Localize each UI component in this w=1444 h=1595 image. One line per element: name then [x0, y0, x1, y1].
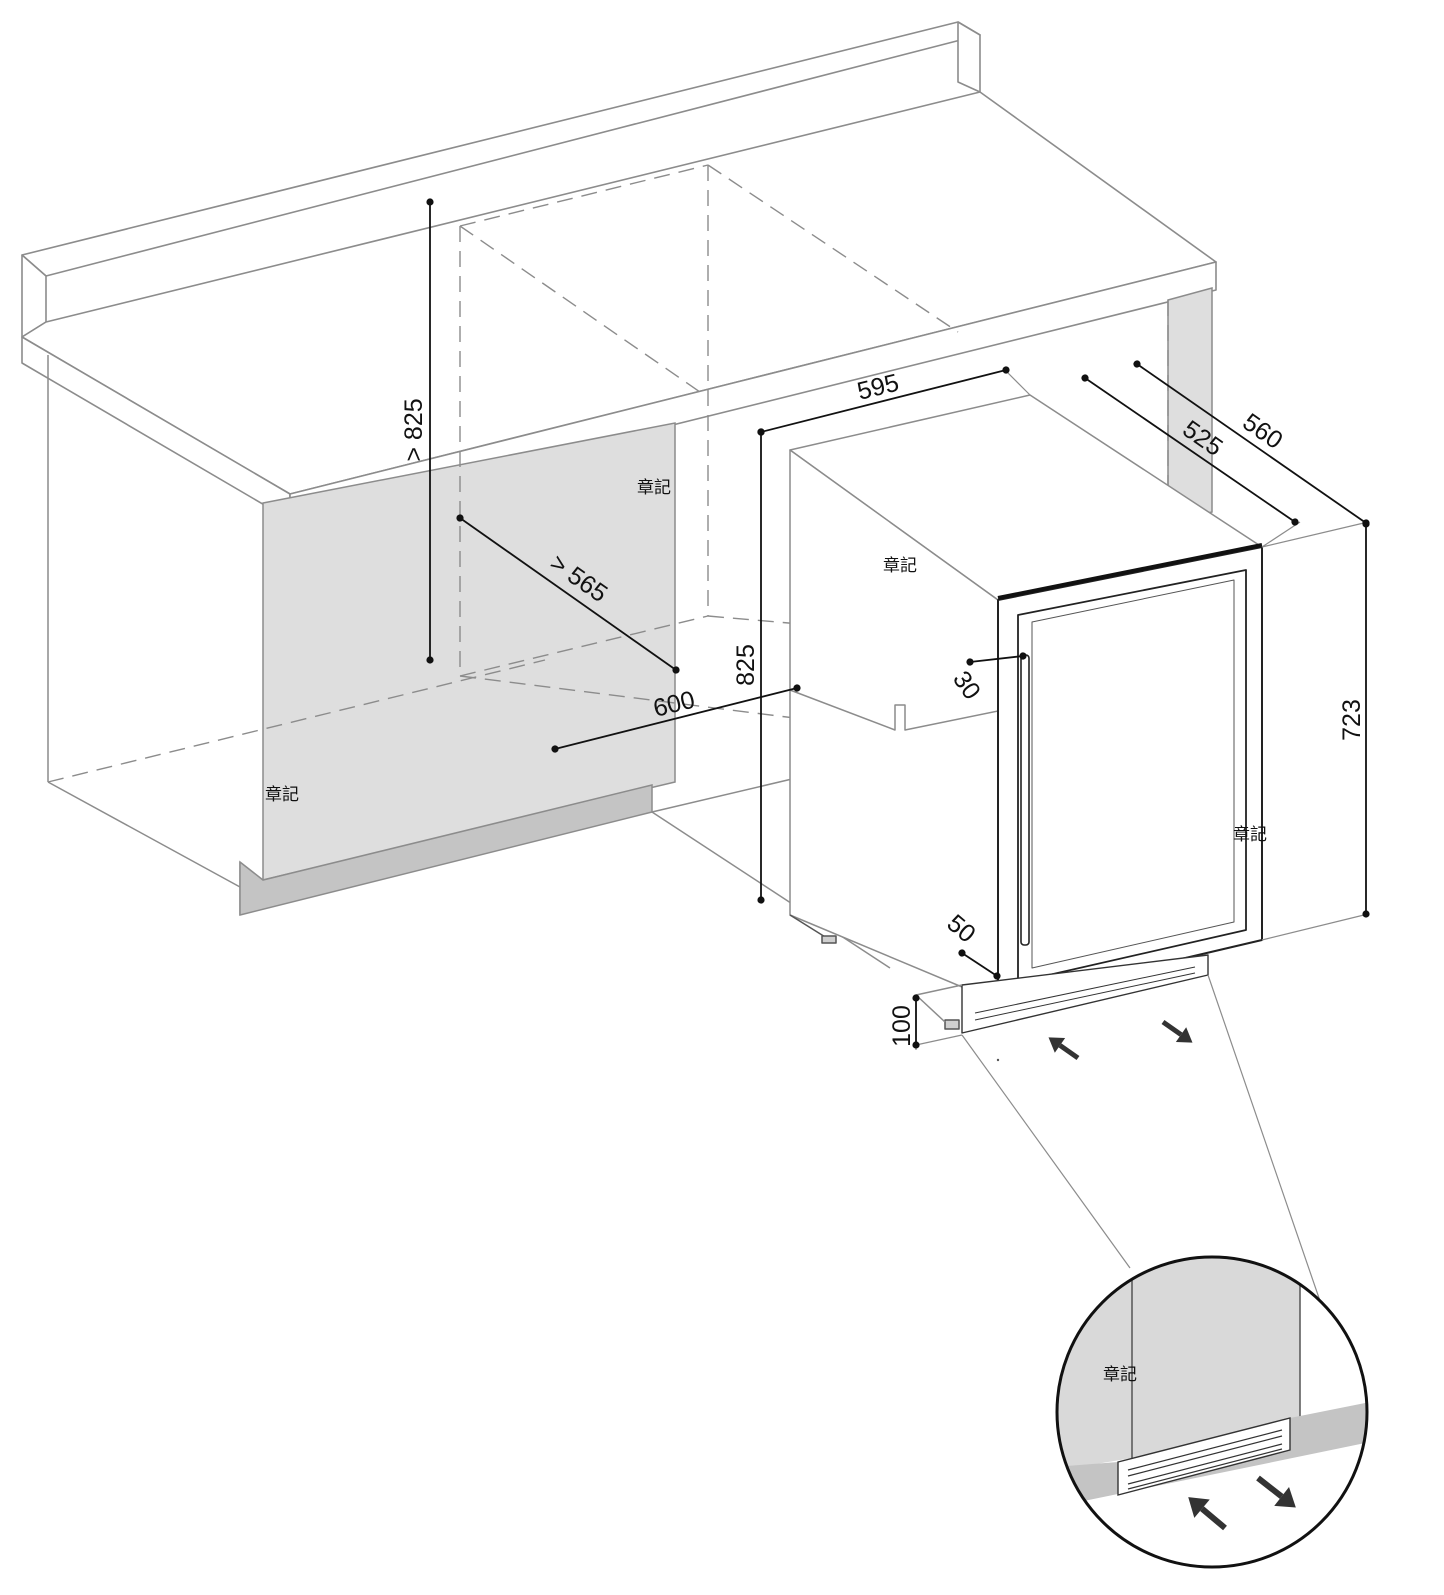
label-plinth-100: 100 [888, 1005, 916, 1047]
arrow-up-left-icon [1048, 1037, 1080, 1061]
label-appliance-height: 825 [732, 644, 760, 686]
projection-line-left [961, 1034, 1131, 1269]
foot-right [944, 1019, 960, 1030]
note-niche-back: 章記 [637, 478, 671, 497]
label-door-height: 723 [1338, 699, 1366, 741]
inset-plinth [1057, 1400, 1367, 1510]
dim-line-niche-width [551, 684, 801, 753]
inset-grille-slats [1127, 1429, 1283, 1490]
door-top-seal [997, 543, 1263, 600]
note-door: 章記 [1233, 825, 1267, 844]
note-inset: 章記 [1103, 1365, 1137, 1384]
arrow-up-left-icon [1188, 1497, 1227, 1531]
dimension-lines [426, 198, 1370, 1049]
note-side-panel-right: 章記 [883, 556, 917, 575]
inset-border [1055, 1255, 1369, 1569]
dim-line-depth-560 [1133, 360, 1370, 527]
foot-left [821, 935, 837, 944]
inset-side-panel [1057, 1257, 1300, 1470]
dim-line-cabinet-depth [456, 514, 680, 674]
backsplash-side [957, 21, 981, 93]
projection-line-right [1207, 974, 1331, 1331]
dim-line-recess-50 [958, 949, 1001, 980]
arrow-down-right-icon [1161, 1019, 1193, 1043]
appliance [789, 394, 1263, 1034]
plinth-left [239, 784, 653, 916]
cabinet-side-panel-right [1167, 287, 1213, 523]
arrow-down-right-icon [1256, 1475, 1296, 1508]
detail-inset: 章記 [1055, 1255, 1369, 1569]
door-glass [1017, 569, 1247, 983]
label-cabinet-height: > 825 [400, 398, 428, 461]
note-side-panel-left: 章記 [265, 785, 299, 804]
dim-line-clearance-30 [966, 652, 1027, 666]
dim-line-appliance-width [757, 366, 1010, 436]
label-depth-560: 560 [1237, 408, 1287, 455]
door-glass-inner [1031, 579, 1235, 969]
door-handle [1020, 654, 1030, 946]
